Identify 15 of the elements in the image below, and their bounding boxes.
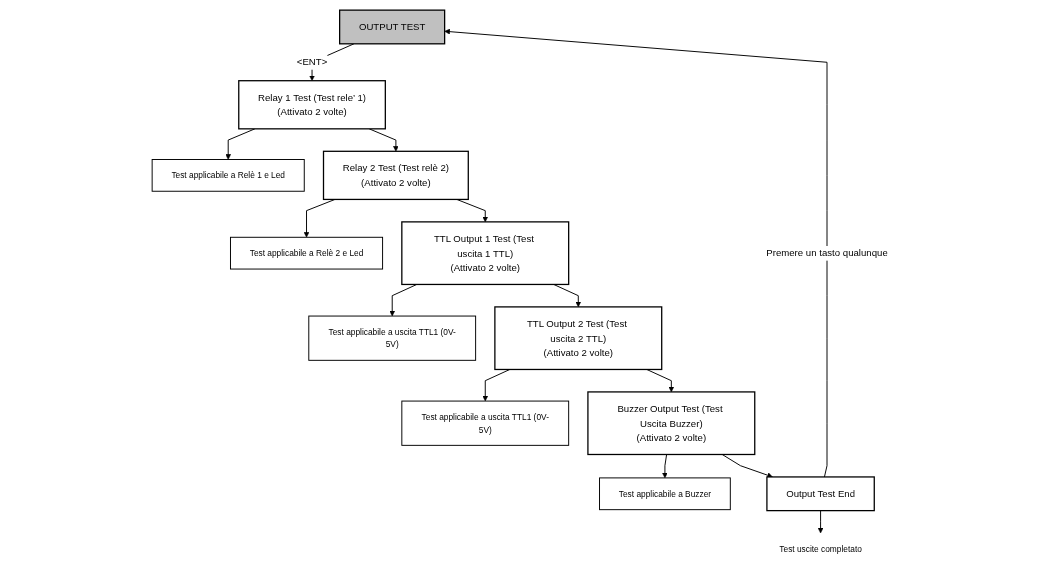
node-box: Test applicabile a Relè 1 e Led xyxy=(151,159,305,192)
node-box: Relay 1 Test (Test rele’ 1) (Attivato 2 volte) xyxy=(238,80,387,130)
edge-label: Premere un tasto qualunque xyxy=(766,247,888,259)
node-text: Test uscite completato xyxy=(779,544,862,554)
node-box: Test applicabile a uscita TTL1 (0V-5V) xyxy=(308,315,477,361)
node-box: TTL Output 1 Test (Test uscita 1 TTL) (Attivato 2 volte) xyxy=(401,221,570,286)
node-box: Output Test End xyxy=(766,476,875,512)
node-box: Test applicabile a Buzzer xyxy=(599,477,731,511)
node-box: Buzzer Output Test (Test Uscita Buzzer) (Attivato 2 volte) xyxy=(587,391,756,456)
node-box: Test applicabile a Relè 2 e Led xyxy=(230,236,384,270)
node-box: OUTPUT TEST xyxy=(339,9,446,45)
node-box: TTL Output 2 Test (Test uscita 2 TTL) (Attivato 2 volte) xyxy=(494,306,663,371)
node-box: Test applicabile a uscita TTL1 (0V-5V) xyxy=(401,400,570,446)
node-box: Relay 2 Test (Test relè 2) (Attivato 2 volte) xyxy=(322,150,469,201)
edge-label: <ENT> xyxy=(296,56,328,68)
